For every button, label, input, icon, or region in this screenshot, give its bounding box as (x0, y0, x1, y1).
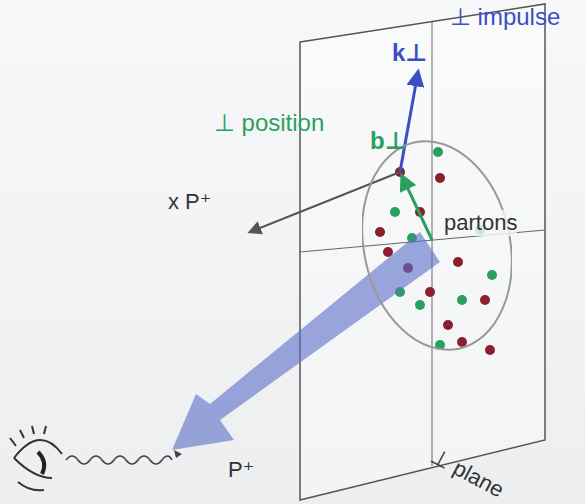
plane-axis (432, 22, 433, 466)
momentum-vector (400, 72, 418, 172)
vector-label: x P⁺ (168, 190, 211, 214)
vector-label: b⊥ (370, 128, 407, 154)
axis-label: ⊥ position (214, 110, 324, 136)
parton-dots (375, 147, 497, 355)
momentum-fraction-arrow (250, 172, 400, 232)
vector-label: k⊥ (392, 40, 427, 66)
position-vector (402, 176, 432, 240)
ellipse-outline (362, 138, 512, 353)
axis-label: ⊥ impulse (450, 4, 560, 30)
proton-momentum-arrow (172, 232, 440, 450)
parton-ellipse: partons (362, 138, 512, 353)
light-wave-head (174, 450, 182, 458)
node-label: partons (444, 210, 517, 236)
light-wave (66, 456, 172, 464)
eye-icon (10, 426, 62, 490)
vector-label: P⁺ (228, 458, 254, 482)
